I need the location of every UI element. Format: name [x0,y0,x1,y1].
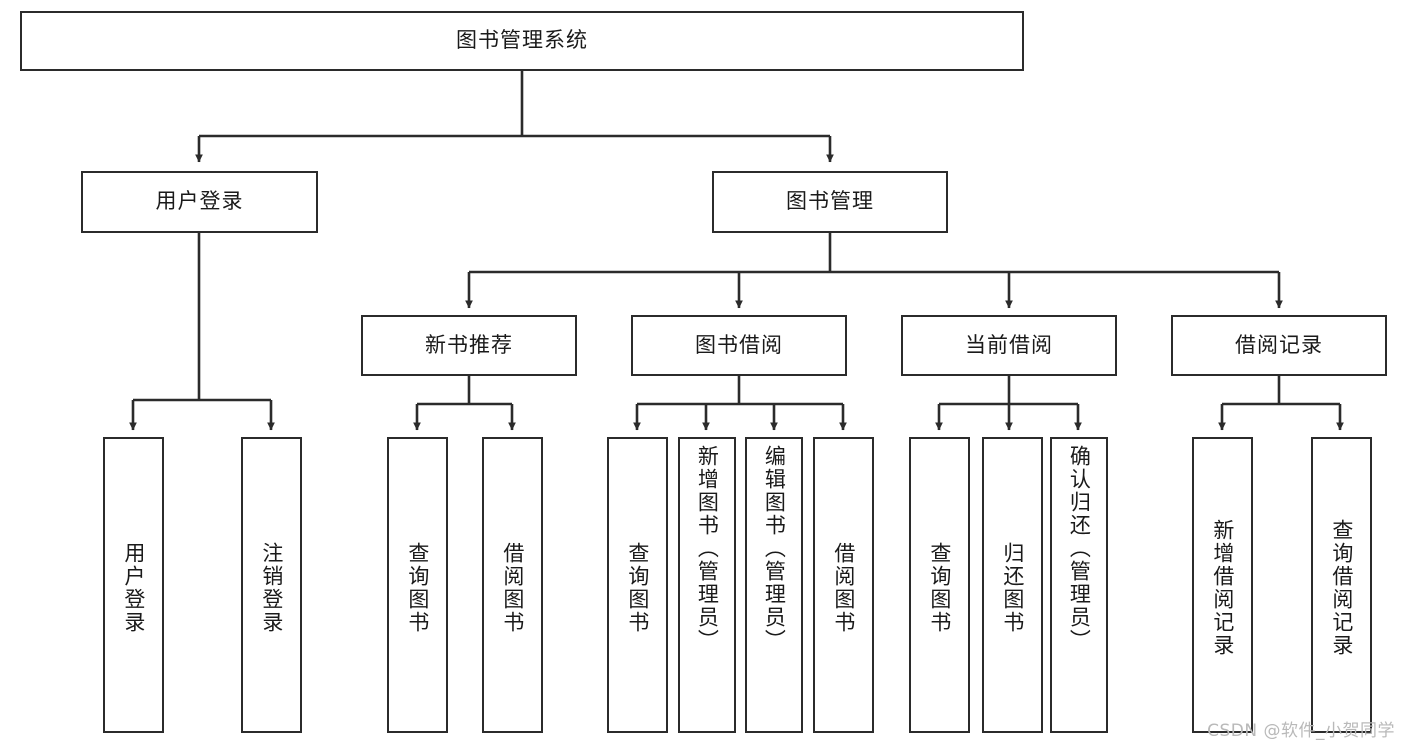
vertical-text-wrap: 借阅图书 [484,445,541,731]
node-label: 查询图书 [927,542,952,634]
node-label: 确认归还（管理员） [1067,445,1092,652]
node-label: 查询图书 [405,542,430,634]
node-label: 新增借阅记录 [1210,519,1235,657]
vertical-text-wrap: 用户登录 [105,445,162,731]
vertical-text-wrap: 编辑图书（管理员） [747,445,801,731]
vertical-text-wrap: 确认归还（管理员） [1052,445,1106,731]
node-label: 当前借阅 [965,332,1053,357]
node-label: 借阅图书 [831,542,856,634]
node-label: 用户登录 [121,542,146,634]
node-leaf-return-book[interactable]: 归还图书 [982,437,1043,733]
node-user-login[interactable]: 用户登录 [81,171,318,233]
node-book-borrow[interactable]: 图书借阅 [631,315,847,376]
node-label: 借阅记录 [1235,332,1323,357]
node-leaf-confirm-return[interactable]: 确认归还（管理员） [1050,437,1108,733]
node-label: 新增图书（管理员） [695,445,720,652]
node-leaf-logout-login[interactable]: 注销登录 [241,437,302,733]
node-leaf-query-book-recommend[interactable]: 查询图书 [387,437,448,733]
vertical-text-wrap: 查询图书 [389,445,446,731]
node-label: 查询借阅记录 [1329,519,1354,657]
csdn-watermark: CSDN @软件_小贺同学 [1207,721,1395,741]
node-book-management[interactable]: 图书管理 [712,171,948,233]
node-label: 借阅图书 [500,542,525,634]
vertical-text-wrap: 查询图书 [609,445,666,731]
vertical-text-wrap: 查询图书 [911,445,968,731]
node-label: 用户登录 [155,189,244,214]
vertical-text-wrap: 借阅图书 [815,445,872,731]
node-leaf-add-borrow-record[interactable]: 新增借阅记录 [1192,437,1253,733]
node-leaf-query-book-current[interactable]: 查询图书 [909,437,970,733]
node-leaf-query-book-borrow[interactable]: 查询图书 [607,437,668,733]
node-new-book-recommend[interactable]: 新书推荐 [361,315,577,376]
node-current-borrow[interactable]: 当前借阅 [901,315,1117,376]
vertical-text-wrap: 新增图书（管理员） [680,445,734,731]
node-borrow-record[interactable]: 借阅记录 [1171,315,1387,376]
node-label: 图书管理系统 [456,28,588,53]
node-leaf-user-login[interactable]: 用户登录 [103,437,164,733]
node-label: 图书借阅 [695,332,783,357]
vertical-text-wrap: 注销登录 [243,445,300,731]
vertical-text-wrap: 归还图书 [984,445,1041,731]
node-label: 编辑图书（管理员） [762,445,787,652]
node-label: 新书推荐 [425,332,513,357]
node-leaf-query-borrow-record[interactable]: 查询借阅记录 [1311,437,1372,733]
node-leaf-add-book[interactable]: 新增图书（管理员） [678,437,736,733]
vertical-text-wrap: 新增借阅记录 [1194,445,1251,731]
vertical-text-wrap: 查询借阅记录 [1313,445,1370,731]
node-label: 归还图书 [1000,542,1025,634]
node-book-management-system[interactable]: 图书管理系统 [20,11,1024,71]
node-label: 查询图书 [625,542,650,634]
node-label: 注销登录 [259,542,284,634]
node-leaf-borrow-book[interactable]: 借阅图书 [813,437,874,733]
node-leaf-borrow-book-recommend[interactable]: 借阅图书 [482,437,543,733]
node-leaf-edit-book[interactable]: 编辑图书（管理员） [745,437,803,733]
node-label: 图书管理 [786,189,874,214]
